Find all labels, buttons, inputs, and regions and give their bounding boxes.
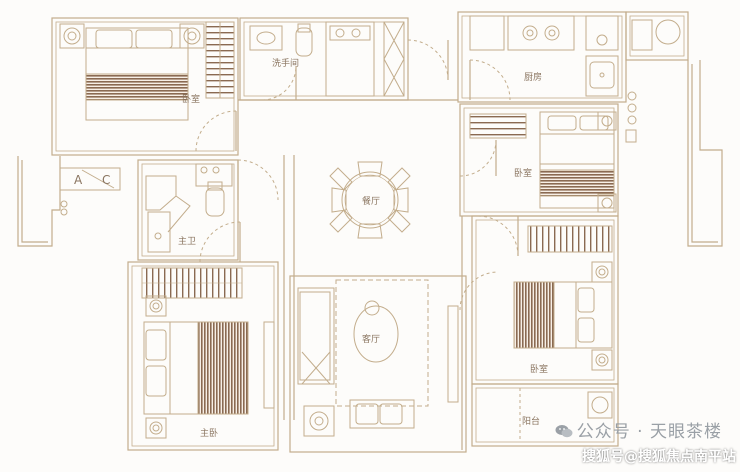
door-ensuite [237,159,279,201]
bed-blanket [539,169,615,197]
doors [195,39,519,311]
label-kitchen: 厨房 [524,71,542,83]
shower [145,175,177,211]
watermark-sohu: 搜狐号@搜狐焦点南平站 [582,449,736,465]
door-bedroom-lower [477,215,519,257]
sink [585,55,619,97]
label-bedroom-right-middle: 卧室 [514,167,532,179]
door-kitchen [469,59,511,101]
rug [335,279,429,407]
door-washroom-corridor [407,39,449,81]
stove [507,15,575,51]
room-labels: 卧室 洗手间 厨房 卧室 餐厅 主卫 客厅 卧室 主卧 阳台 [178,57,548,439]
watermark-wechat: 公众号 · 天眼茶楼 [555,417,722,442]
balcony-fixtures [519,388,613,442]
ac-unit: A C [59,167,121,216]
label-bedroom-right-lower: 卧室 [530,363,548,375]
bedroom-right-lower-furniture [513,225,613,371]
master-bedroom-outline [127,261,279,451]
toilet [205,187,225,217]
washroom-outline [239,17,409,101]
label-master-bedroom: 主卧 [200,427,218,439]
wardrobe [527,225,613,253]
door-bedroom-right [459,139,497,177]
label-dining: 餐厅 [362,195,380,207]
bed-blanket [85,73,189,101]
label-balcony: 阳台 [522,415,540,427]
label-living: 客厅 [362,333,380,345]
ac-letter-c: C [102,173,110,187]
watermark-wechat-text: 公众号 · 天眼茶楼 [576,422,722,442]
balcony-outline [471,383,619,447]
door-washroom [261,65,297,101]
master-bedroom-furniture [141,267,275,439]
living-outline [289,275,467,453]
coffee-table [353,305,399,363]
ensuite-outline [137,159,239,261]
shower [325,21,375,97]
wechat-icon [555,425,573,438]
door-master [199,221,241,263]
label-ensuite: 主卫 [178,235,196,247]
tv-cabinet [447,305,459,403]
kitchen-fixtures [469,15,681,97]
sofa [297,287,335,385]
door-bedroom-top-left [195,110,237,152]
dining-chairs [329,161,411,239]
ac-letter-a: A [74,173,83,187]
ensuite-fixtures [145,163,233,253]
bedroom-top-left-outline [51,17,239,156]
dining-table [329,161,411,239]
bedroom-right-middle-furniture [469,111,617,213]
bed-blanket [197,321,249,415]
label-bedroom-top-left: 卧室 [182,93,200,105]
washroom-fixtures [249,21,405,97]
wardrobe [469,113,527,139]
toilet [295,27,313,57]
bedroom-top-left-furniture [59,21,235,121]
living-furniture [297,279,459,437]
armchair [349,399,415,429]
label-washroom: 洗手间 [272,57,299,69]
